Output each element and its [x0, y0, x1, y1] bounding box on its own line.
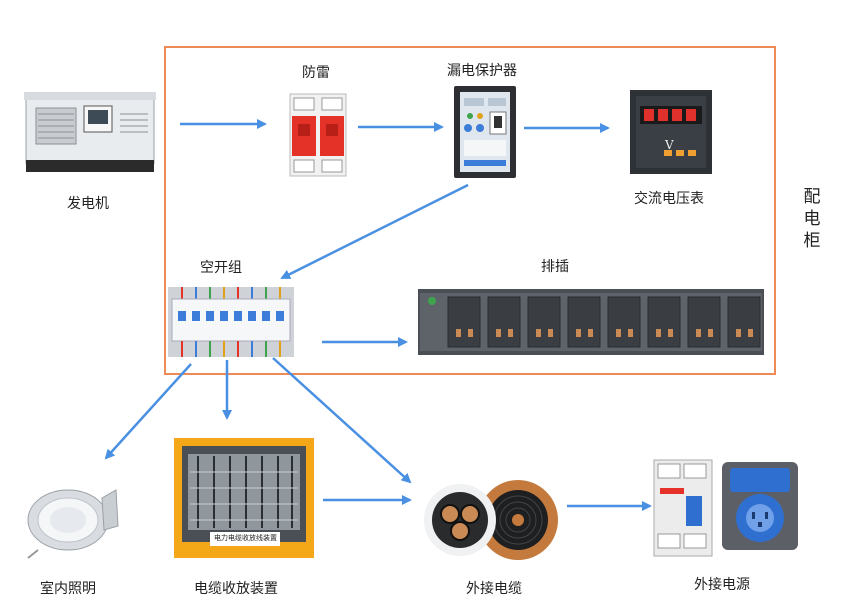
external-cable-label: 外接电缆 [466, 581, 522, 597]
cable-reel-plate: 电力电缆收放线装置 [214, 534, 277, 542]
cable-reel-image [174, 438, 314, 558]
leakage-protector-label: 漏电保护器 [447, 63, 517, 79]
surge-protector-image [288, 88, 348, 180]
arrow-leakage-to-breakers [280, 183, 469, 280]
leakage-protector-image [452, 84, 518, 180]
breakers-label: 空开组 [200, 260, 242, 276]
voltmeter-image [628, 88, 714, 176]
generator-label: 发电机 [67, 196, 109, 212]
external-cable-image [418, 476, 560, 562]
socket-strip-label: 排插 [541, 259, 569, 275]
voltmeter-unit: V [665, 138, 674, 152]
ceiling-light-image [24, 468, 120, 560]
arrow-breakers-to-cable [272, 357, 412, 484]
generator-image [22, 90, 160, 178]
cabinet-label: 配电柜 [803, 187, 821, 251]
breaker-group-image [168, 287, 294, 357]
external-power-label: 外接电源 [694, 577, 750, 593]
external-power-image [652, 454, 802, 558]
cable-reel-label: 电缆收放装置 [194, 581, 278, 597]
socket-strip-image [418, 289, 764, 355]
arrow-breakers-to-lighting [104, 363, 192, 460]
lighting-label: 室内照明 [40, 581, 96, 597]
voltmeter-label: 交流电压表 [634, 191, 704, 207]
surge-protector-label: 防雷 [302, 65, 330, 81]
distribution-cabinet-border [164, 46, 776, 375]
